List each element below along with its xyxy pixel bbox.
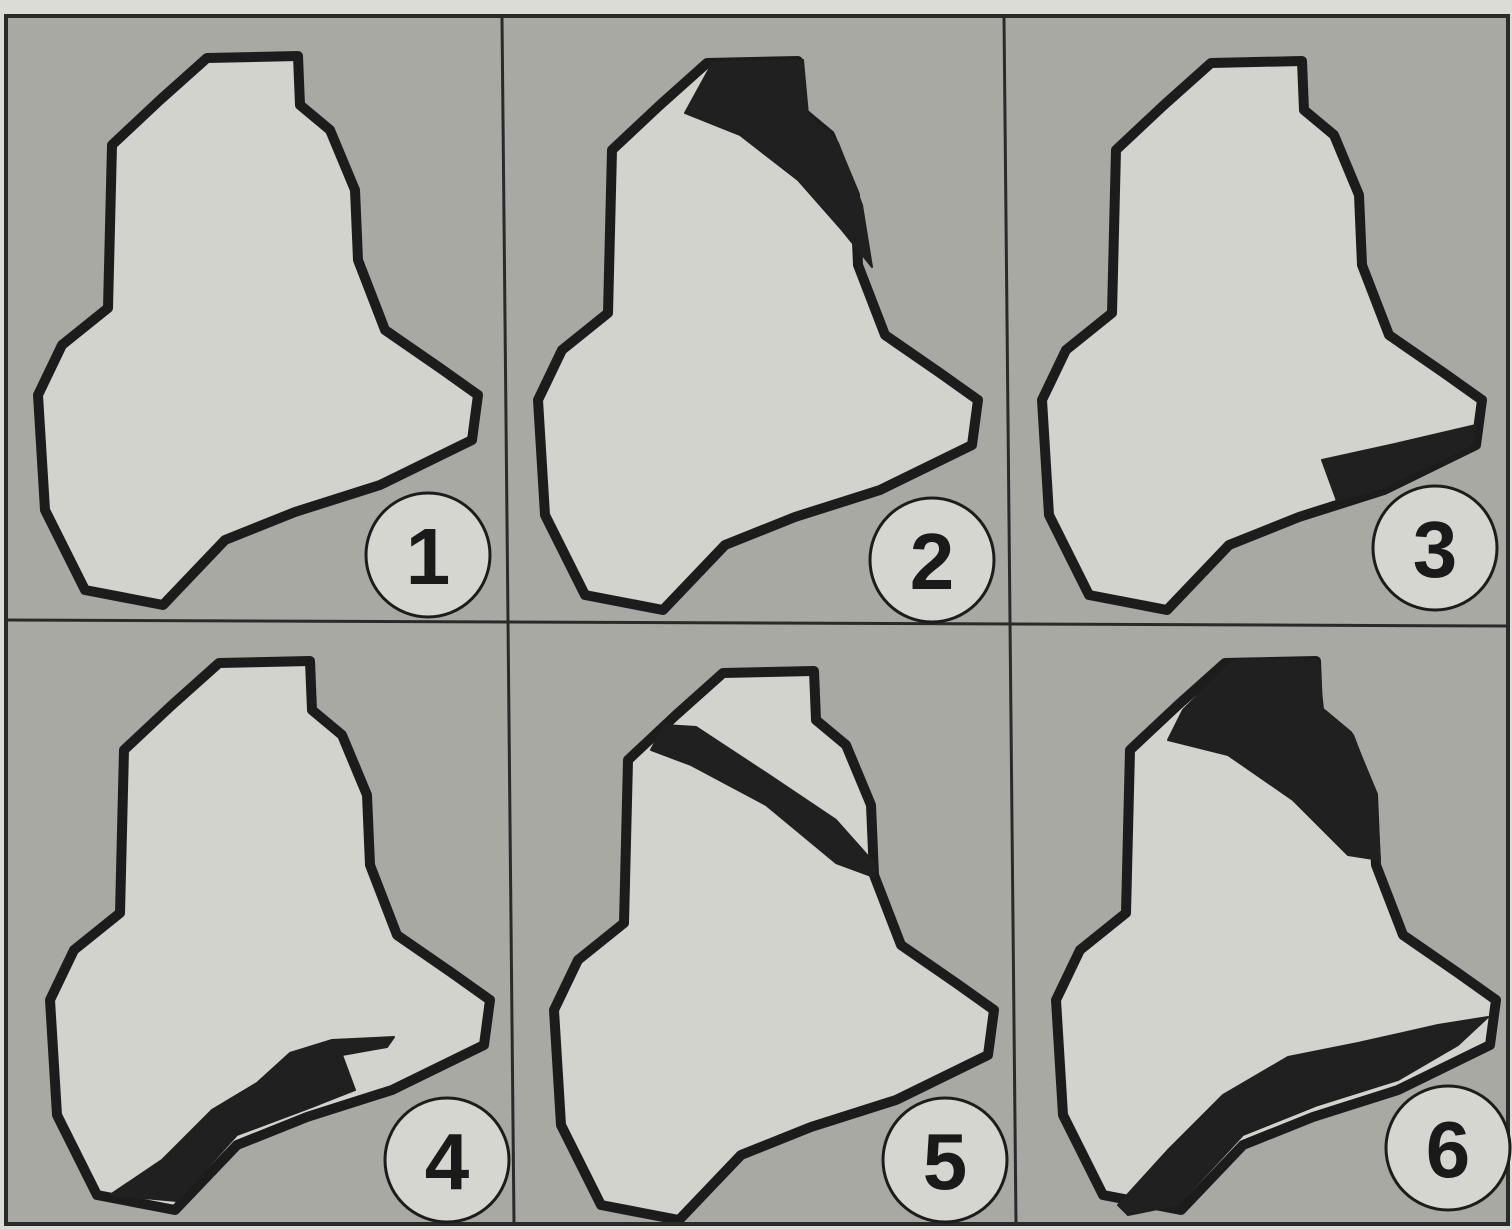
panel-number-badge: 2	[870, 498, 994, 622]
panel-number-badge: 3	[1373, 486, 1497, 610]
panel-number: 5	[923, 1117, 968, 1206]
panel-number: 1	[406, 512, 451, 601]
panel-number-badge: 1	[366, 493, 490, 617]
panel-number-badge: 5	[883, 1098, 1007, 1222]
panel-number: 3	[1413, 505, 1458, 594]
panel-number-badge: 6	[1386, 1086, 1510, 1210]
panel-number: 2	[910, 517, 955, 606]
panel-number: 6	[1426, 1105, 1471, 1194]
panel-number-badge: 4	[385, 1098, 509, 1222]
panel-number: 4	[425, 1117, 470, 1206]
